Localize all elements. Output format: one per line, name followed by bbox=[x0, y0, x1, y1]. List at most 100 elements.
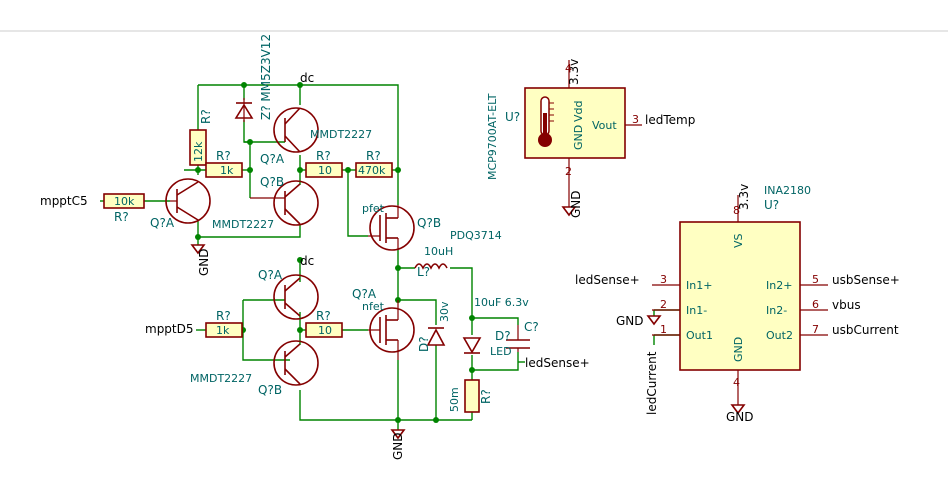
net-gnd-bottom: GND bbox=[391, 432, 405, 460]
ina-pin-in1m: In1- bbox=[686, 304, 707, 317]
val-10-bottom: 10 bbox=[318, 324, 332, 337]
resistor-470k bbox=[355, 162, 393, 178]
ina-pin-num-4: 4 bbox=[733, 376, 740, 389]
net-gnd-temp: GND bbox=[569, 190, 583, 218]
ref-inductor: L? bbox=[417, 265, 430, 279]
ina-pin-num-5: 5 bbox=[812, 273, 819, 286]
ref-capacitor: C? bbox=[524, 320, 539, 334]
net-gnd-ina: GND bbox=[726, 410, 754, 424]
ref-r-10k: R? bbox=[114, 210, 129, 224]
ina-pin-gnd: GND bbox=[732, 337, 745, 362]
ina-pin-num-1: 1 bbox=[660, 323, 667, 336]
resistor-10-bottom bbox=[305, 322, 343, 338]
ref-diode: D? bbox=[417, 336, 431, 352]
val-mmdt-bottom: MMDT2227 bbox=[190, 372, 252, 385]
net-gnd-ina: GND bbox=[616, 314, 644, 328]
ina-pin-out2: Out2 bbox=[766, 329, 793, 342]
ref-r-12k: R? bbox=[199, 109, 213, 124]
ina-pin-num-6: 6 bbox=[812, 298, 819, 311]
net-usbCurrent: usbCurrent bbox=[832, 323, 899, 337]
val-inductor: 10uH bbox=[424, 245, 453, 258]
ina-pin-num-3: 3 bbox=[660, 273, 667, 286]
net-mpptD5: mpptD5 bbox=[145, 322, 194, 336]
inductor bbox=[414, 263, 448, 270]
ina-pin-num-8: 8 bbox=[733, 204, 740, 217]
val-diode: 30v bbox=[438, 301, 451, 322]
nfet bbox=[368, 300, 415, 360]
transistor-top-a bbox=[273, 107, 319, 153]
net-ledSense-left: ledSense+ bbox=[525, 356, 590, 370]
ref-r-10-top: R? bbox=[316, 149, 331, 163]
net-dc-bottom: dc bbox=[300, 254, 314, 268]
ref-ina: U? bbox=[764, 198, 779, 212]
resistor-12k bbox=[189, 129, 207, 166]
temp-pin-num-4: 4 bbox=[565, 62, 572, 75]
net-3v3-temp: 3.3v bbox=[567, 59, 581, 85]
temp-pin-gnd: GND bbox=[572, 125, 585, 150]
val-ina-part: INA2180 bbox=[764, 184, 811, 197]
val-1k-top: 1k bbox=[220, 164, 234, 177]
ref-led: D? bbox=[495, 329, 511, 343]
net-mpptC5: mpptC5 bbox=[40, 194, 88, 208]
ref-q-pfet: Q?B bbox=[417, 216, 441, 230]
transistor-bottom-b bbox=[273, 340, 319, 386]
ina2180 bbox=[652, 195, 828, 405]
ina-pin-vs: VS bbox=[732, 233, 745, 248]
net-dc-top: dc bbox=[300, 71, 314, 85]
zener-diode bbox=[234, 98, 254, 122]
ref-r-50m: R? bbox=[479, 389, 493, 404]
val-10-top: 10 bbox=[318, 164, 332, 177]
val-470k: 470k bbox=[358, 164, 386, 177]
ina-pin-in2m: In2- bbox=[766, 304, 787, 317]
resistor-1k-top bbox=[205, 162, 243, 178]
ref-qa-left: Q?A bbox=[150, 216, 175, 230]
capacitor bbox=[506, 325, 530, 352]
ina-pin-out1: Out1 bbox=[686, 329, 713, 342]
gnd-symbol-ina-in bbox=[646, 315, 662, 326]
val-capacitor: 10uF 6.3v bbox=[474, 296, 529, 309]
ref-qa-top: Q?A bbox=[260, 152, 285, 166]
val-nfet: nfet bbox=[362, 300, 385, 313]
junctions bbox=[195, 82, 475, 423]
val-temp-part: MCP9700AT-ELT bbox=[486, 93, 499, 180]
transistor-bottom-a bbox=[273, 274, 319, 320]
net-gnd-left: GND bbox=[197, 248, 211, 276]
ref-temp-sensor: U? bbox=[505, 110, 520, 124]
temp-sensor bbox=[524, 60, 642, 207]
ina-pin-num-2: 2 bbox=[660, 298, 667, 311]
ref-qa-bottom: Q?A bbox=[258, 268, 283, 282]
ref-qb-top: Q?B bbox=[260, 175, 284, 189]
temp-pin-num-2: 2 bbox=[565, 165, 572, 178]
ref-r-1k-bottom: R? bbox=[216, 309, 231, 323]
transistor-top-b bbox=[250, 180, 319, 226]
net-usbSense: usbSense+ bbox=[832, 273, 900, 287]
gnd-symbol-left bbox=[190, 244, 206, 255]
ref-r-10-bottom: R? bbox=[316, 309, 331, 323]
ina-pin-num-7: 7 bbox=[812, 323, 819, 336]
ref-r-470k: R? bbox=[366, 149, 381, 163]
val-1k-bottom: 1k bbox=[216, 324, 230, 337]
net-ledSense-ina: ledSense+ bbox=[575, 273, 640, 287]
net-vbus: vbus bbox=[832, 298, 861, 312]
net-ledCurrent: ledCurrent bbox=[645, 351, 659, 415]
val-led: LED bbox=[490, 345, 512, 358]
val-10k: 10k bbox=[114, 195, 135, 208]
resistor-10-top bbox=[305, 162, 343, 178]
ref-r-1k-top: R? bbox=[216, 149, 231, 163]
val-mmdt-top: MMDT2227 bbox=[310, 128, 372, 141]
pfet bbox=[368, 205, 415, 251]
led bbox=[462, 337, 482, 354]
val-mmdt-left: MMDT2227 bbox=[212, 218, 274, 231]
ref-zener: Z? MM5Z3V12 bbox=[259, 34, 273, 120]
val-pfet: pfet bbox=[362, 202, 385, 215]
resistor-1k-bottom bbox=[205, 322, 243, 338]
thermometer-icon bbox=[538, 96, 554, 147]
temp-pin-vdd: Vdd bbox=[572, 101, 585, 123]
resistor-10k bbox=[103, 193, 145, 209]
val-50m: 50m bbox=[448, 387, 461, 412]
temp-pin-vout: Vout bbox=[592, 119, 617, 132]
transistor-left bbox=[165, 178, 211, 224]
ina-pin-in1p: In1+ bbox=[686, 279, 712, 292]
